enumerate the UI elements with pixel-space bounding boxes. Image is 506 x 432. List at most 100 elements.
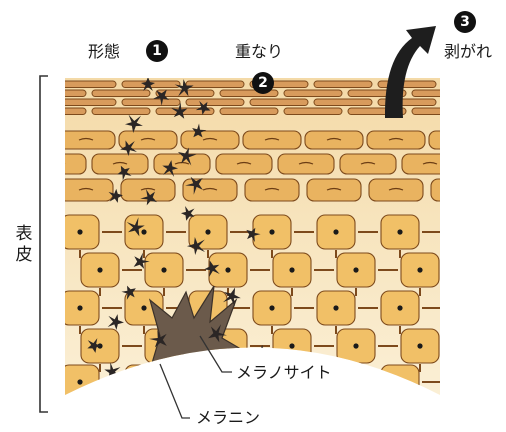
granule-mark <box>78 137 94 141</box>
melanin-particle <box>117 165 132 181</box>
cell-nucleus <box>289 343 295 349</box>
cell-nucleus <box>225 267 231 273</box>
melanin-particle <box>185 176 203 195</box>
corneum-cell <box>219 107 279 115</box>
melanin-particle <box>208 324 227 343</box>
melanin-particle <box>107 314 124 331</box>
corneum-cell <box>185 98 245 106</box>
granular-layer <box>65 130 465 202</box>
marker-2-icon: 2 <box>252 72 274 94</box>
melanin-particle <box>126 217 145 237</box>
label-form: 形態 <box>88 42 121 61</box>
cell-nucleus <box>269 305 275 311</box>
cell-nucleus <box>161 267 167 273</box>
granular-cell <box>242 130 302 150</box>
cell-nucleus <box>77 229 83 235</box>
corneum-cell <box>91 107 151 115</box>
granule-mark <box>451 189 465 191</box>
melanin-particle <box>246 227 261 243</box>
granular-cell <box>401 153 440 175</box>
granule-mark <box>451 139 465 141</box>
cell-nucleus <box>289 267 295 273</box>
granular-cell <box>244 178 300 202</box>
granule-mark <box>264 137 280 141</box>
melanin-particle <box>121 285 136 300</box>
granule-mark <box>298 161 314 165</box>
basal-cell <box>124 364 164 395</box>
cell-nucleus <box>461 379 466 384</box>
melanin-particle <box>124 114 143 133</box>
marker-3-icon: 3 <box>454 11 476 33</box>
granule-mark <box>140 137 156 141</box>
basal-cell <box>445 291 483 325</box>
melanin-particle <box>195 100 211 115</box>
melanin-particle <box>87 338 102 353</box>
granule-mark <box>326 187 342 191</box>
melanin-particle <box>180 205 195 221</box>
corneum-cell <box>411 107 440 115</box>
epidermis-bracket <box>39 75 48 413</box>
melanin-particle <box>223 287 241 307</box>
corneum-cell <box>442 99 500 106</box>
corneum-cell <box>65 98 117 106</box>
granular-cell <box>153 153 211 175</box>
corneum-cell <box>249 98 309 106</box>
label-melanin: メラニン <box>196 408 261 427</box>
label-epidermis-char-1: 表 <box>15 224 33 244</box>
cell-nucleus <box>141 305 147 311</box>
granule-mark <box>326 137 342 141</box>
label-overlap: 重なり <box>235 42 284 61</box>
peel-arrow-icon <box>384 26 436 118</box>
granular-cell <box>180 130 240 150</box>
melanin-particle <box>187 237 206 256</box>
melanin-particle <box>140 189 157 206</box>
granular-cell <box>65 153 87 175</box>
granular-cell <box>428 130 440 150</box>
cell-nucleus <box>333 379 339 385</box>
cell-nucleus <box>417 267 423 273</box>
melanin-particle <box>204 260 220 278</box>
granule-mark <box>78 187 94 191</box>
melanin-particle <box>108 188 123 203</box>
melanin-particle <box>141 78 155 91</box>
basal-cell <box>445 215 483 249</box>
granule-mark <box>65 161 66 165</box>
granule-mark <box>360 161 376 165</box>
basal-cell <box>380 364 420 395</box>
corneum-cell <box>283 89 343 97</box>
cell-nucleus <box>397 379 403 385</box>
cell-nucleus <box>333 305 339 311</box>
corneum-cell <box>442 81 500 88</box>
melanin-particles <box>87 78 270 392</box>
granule-mark <box>236 161 252 165</box>
melanin-particle <box>152 89 169 106</box>
corneum-cell <box>121 98 181 106</box>
corneum-cell <box>283 107 343 115</box>
corneum-cell <box>185 80 245 88</box>
melanin-particle <box>171 102 188 119</box>
granular-cell <box>65 178 114 202</box>
cell-nucleus <box>141 229 147 235</box>
cell-nucleus <box>205 229 211 235</box>
melanin-particle <box>149 329 167 348</box>
granular-cell <box>118 130 178 150</box>
melanin-particle <box>177 147 197 166</box>
marker-1-icon: 1 <box>146 40 168 62</box>
melanin-particle <box>120 140 137 157</box>
granular-cell <box>368 178 424 202</box>
corneum-cell <box>411 89 440 97</box>
granular-cell <box>304 130 364 150</box>
corneum-cell <box>91 89 151 97</box>
skin-section <box>65 78 500 395</box>
melanin-particle <box>162 160 179 177</box>
granular-cell <box>366 130 426 150</box>
cell-nucleus <box>397 305 403 311</box>
corneum-cell <box>65 89 87 97</box>
label-melanocyte: メラノサイト <box>236 363 332 382</box>
granular-cell <box>339 153 397 175</box>
cell-nucleus <box>141 379 147 385</box>
label-epidermis-char-2: 皮 <box>15 245 33 265</box>
granular-cell <box>91 153 149 175</box>
granule-mark <box>388 187 404 191</box>
cell-nucleus <box>77 305 83 311</box>
